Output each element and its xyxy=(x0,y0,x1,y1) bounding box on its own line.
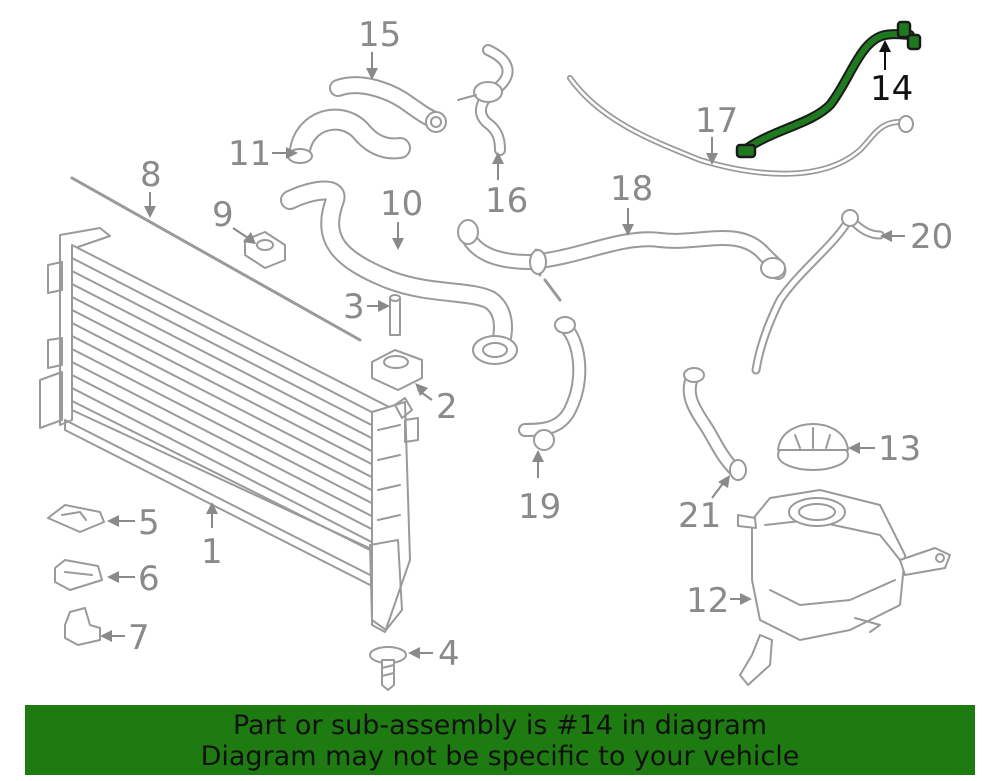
parts-diagram: 15 14 17 11 8 16 18 10 9 20 3 2 13 19 21… xyxy=(39,15,953,691)
callout-1[interactable]: 1 xyxy=(201,532,223,572)
callout-10[interactable]: 10 xyxy=(380,184,423,224)
callout-16[interactable]: 16 xyxy=(485,181,528,221)
pipe-part-19[interactable] xyxy=(518,316,587,451)
callout-6[interactable]: 6 xyxy=(138,559,160,599)
hose-part-21[interactable] xyxy=(682,367,747,481)
rod-part-8[interactable] xyxy=(70,176,362,342)
radiator-part-1[interactable] xyxy=(39,227,419,633)
hose-part-15[interactable] xyxy=(329,76,447,133)
pipe-part-16[interactable] xyxy=(457,44,514,156)
callout-3[interactable]: 3 xyxy=(343,287,365,327)
callout-13[interactable]: 13 xyxy=(878,429,921,469)
callout-7[interactable]: 7 xyxy=(128,618,150,658)
bracket-part-5[interactable] xyxy=(47,504,105,533)
callout-17[interactable]: 17 xyxy=(695,101,738,141)
callout-9[interactable]: 9 xyxy=(212,195,234,235)
callout-20[interactable]: 20 xyxy=(910,217,953,257)
pipe-part-20[interactable] xyxy=(751,209,885,375)
bracket-part-9[interactable] xyxy=(244,231,286,269)
bracket-part-6[interactable] xyxy=(54,559,103,591)
highlight-notice-banner: Part or sub-assembly is #14 in diagram D… xyxy=(25,705,975,775)
cap-part-13[interactable] xyxy=(777,423,849,471)
pin-part-3[interactable] xyxy=(389,294,401,336)
clip-part-7[interactable] xyxy=(64,607,101,646)
callout-leaders xyxy=(100,40,905,659)
banner-line-1: Part or sub-assembly is #14 in diagram xyxy=(232,710,768,741)
callout-18[interactable]: 18 xyxy=(610,169,653,209)
banner-line-2: Diagram may not be specific to your vehi… xyxy=(200,741,800,772)
callout-4[interactable]: 4 xyxy=(438,634,460,674)
callout-2[interactable]: 2 xyxy=(436,387,458,427)
hose-part-18[interactable] xyxy=(457,219,787,302)
mount-part-2[interactable] xyxy=(371,349,423,391)
hose-part-14-highlighted[interactable] xyxy=(735,20,922,159)
callout-19[interactable]: 19 xyxy=(518,487,561,527)
callout-12[interactable]: 12 xyxy=(686,581,729,621)
callout-14[interactable]: 14 xyxy=(870,69,913,109)
callout-11[interactable]: 11 xyxy=(228,134,271,174)
callout-5[interactable]: 5 xyxy=(138,503,160,543)
hose-part-10[interactable] xyxy=(280,180,518,365)
callout-8[interactable]: 8 xyxy=(140,155,162,195)
bolt-part-4[interactable] xyxy=(369,646,407,691)
hose-part-11[interactable] xyxy=(287,108,411,164)
callout-15[interactable]: 15 xyxy=(358,15,401,55)
callout-21[interactable]: 21 xyxy=(678,496,721,536)
tank-part-12[interactable] xyxy=(737,489,951,686)
